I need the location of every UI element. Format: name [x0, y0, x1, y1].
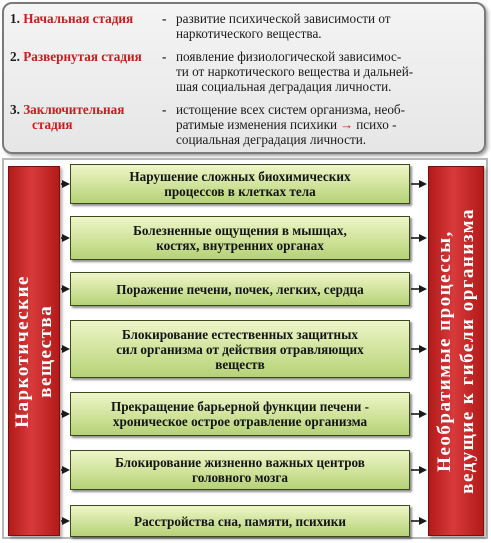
- arrow-right-icon: →: [340, 117, 354, 132]
- stage-1-number: 1.: [10, 11, 20, 26]
- arrow-right-icon: [411, 344, 427, 354]
- stage-1-dash: -: [162, 11, 167, 26]
- arrow-right-icon: [411, 179, 427, 189]
- irreversible-processes-bar: Необратимые процессы, ведущие к гибели о…: [428, 166, 484, 536]
- arrow-right-icon: [61, 409, 70, 419]
- effect-box: Поражение печени, почек, легких, сердца: [70, 272, 410, 306]
- stage-3-description: истощение всех систем организма, необ- р…: [176, 102, 406, 147]
- arrow-right-icon: [61, 465, 70, 475]
- arrow-right-icon: [411, 284, 427, 294]
- stage-2-description: появление физиологической зависимос- ти …: [176, 49, 414, 94]
- stage-3-number: 3.: [10, 102, 20, 117]
- effects-diagram: Наркотические вещества Необратимые проце…: [2, 158, 488, 539]
- irreversible-processes-label: Необратимые процессы, ведущие к гибели о…: [434, 208, 478, 494]
- arrow-right-icon: [411, 233, 427, 243]
- stage-2-number: 2.: [10, 49, 20, 64]
- arrow-right-icon: [61, 284, 70, 294]
- arrow-right-icon: [411, 409, 427, 419]
- stage-2-name-text: Развернутая стадия: [23, 49, 142, 64]
- stage-1-description: развитие психической зависимости от нарк…: [176, 11, 391, 41]
- effect-box: Расстройства сна, памяти, психики: [70, 505, 410, 537]
- arrow-right-icon: [61, 516, 70, 526]
- stage-3-dash: -: [162, 102, 167, 117]
- stage-2-name: 2. Развернутая стадия: [10, 49, 142, 64]
- stage-2-dash: -: [162, 49, 167, 64]
- arrow-right-icon: [61, 344, 70, 354]
- narcotics-label: Наркотические вещества: [12, 274, 56, 428]
- stage-1-name-text: Начальная стадия: [23, 11, 134, 26]
- arrow-right-icon: [61, 179, 70, 189]
- effect-box: Прекращение барьерной функции печени -хр…: [70, 392, 410, 436]
- stage-3-name-text-2: стадия: [32, 117, 73, 132]
- arrow-right-icon: [411, 516, 427, 526]
- stage-3-name: 3. Заключительная стадия: [10, 102, 124, 132]
- arrow-right-icon: [61, 233, 70, 243]
- stage-3-name-text: Заключительная: [23, 102, 125, 117]
- stages-panel: 1. Начальная стадия - развитие психическ…: [2, 2, 486, 154]
- stage-1-name: 1. Начальная стадия: [10, 11, 133, 26]
- arrow-right-icon: [411, 465, 427, 475]
- effect-box: Болезненные ощущения в мышцах,костях, вн…: [70, 216, 410, 260]
- narcotics-bar: Наркотические вещества: [8, 166, 60, 536]
